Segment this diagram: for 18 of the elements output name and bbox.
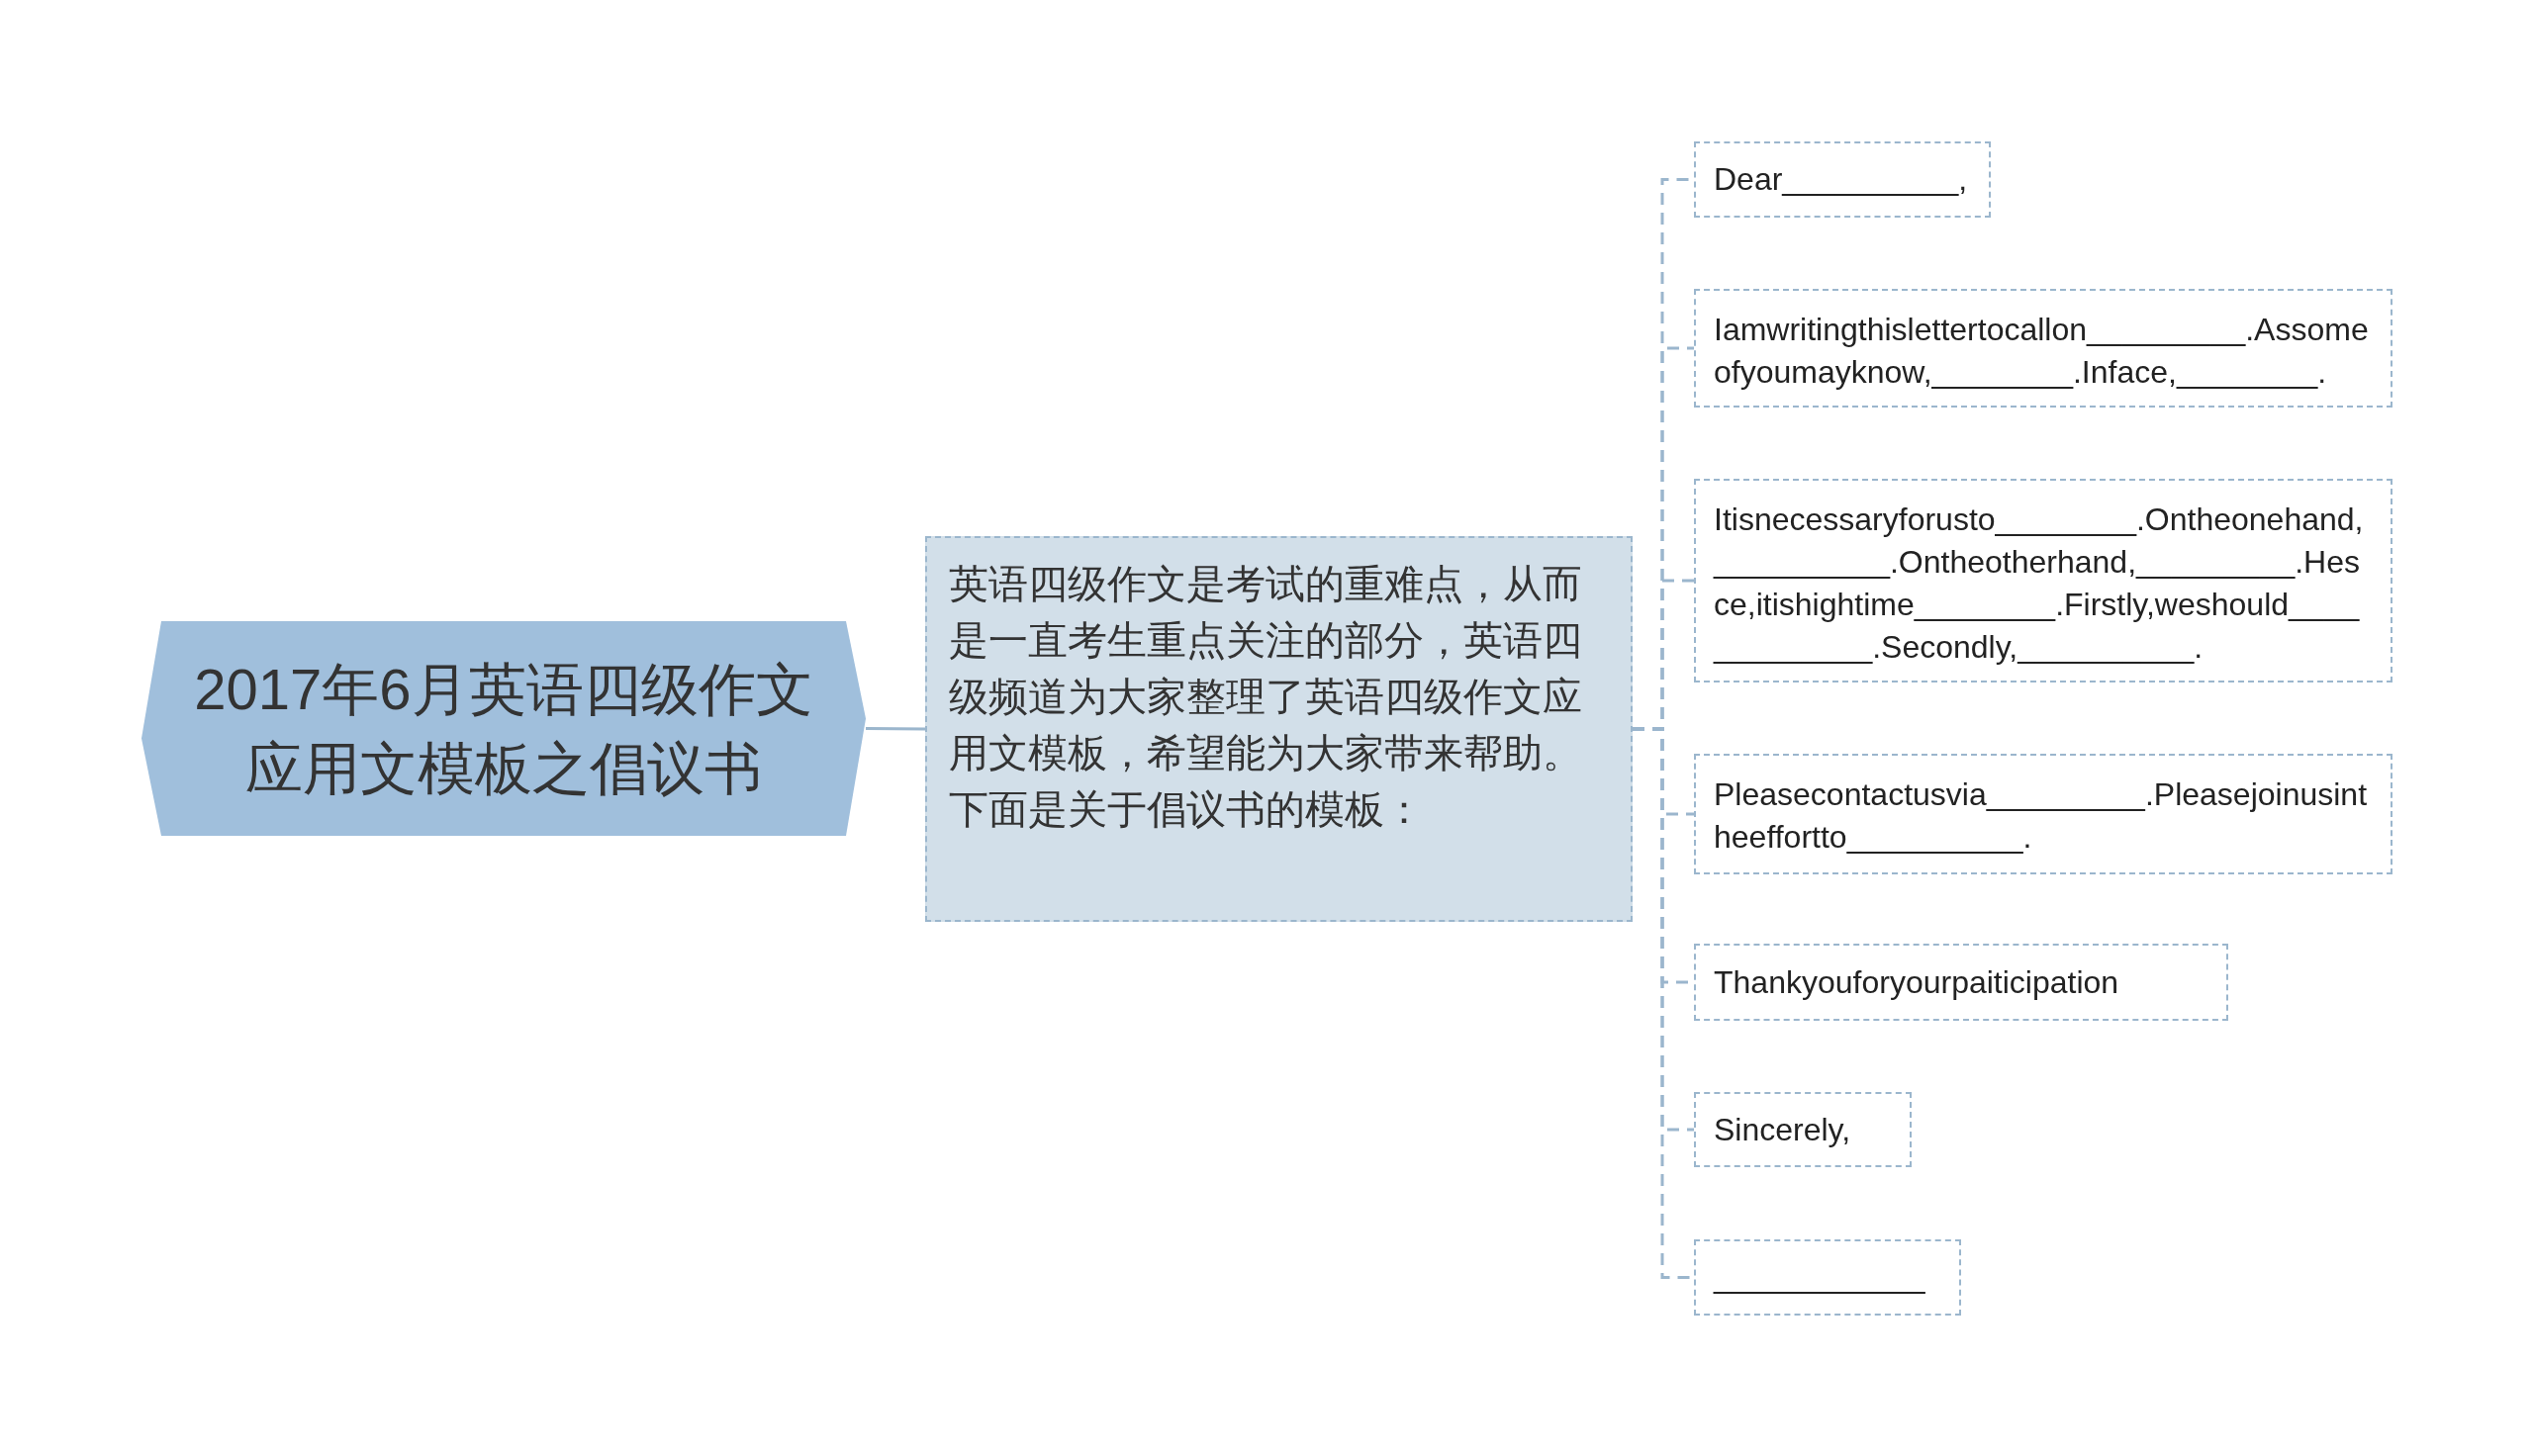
template-box <box>1694 289 2392 408</box>
template-text: ____________ <box>1714 1258 1925 1297</box>
template-box <box>1694 754 2392 874</box>
template-box <box>1694 1092 1912 1167</box>
template-text: Iamwritingthislettertocallon_________.Assomeofyoumayknow,________.Inface,________. <box>1714 311 2370 392</box>
template-text: Pleasecontactusvia_________.Pleasejoinusintheeffortto__________. <box>1714 775 2369 857</box>
summary-text: 英语四级作文是考试的重难点，从而是一直考生重点关注的部分，英语四级频道为大家整理了英语四级作文应用文模板，希望能为大家带来帮助。下面是关于倡议书的模板： <box>949 561 1583 833</box>
template-box <box>1694 479 2392 682</box>
template-text: Dear__________, <box>1714 160 1968 199</box>
connector-line <box>866 727 925 731</box>
topic-title: 2017年6月英语四级作文应用文模板之倡议书 <box>193 655 814 802</box>
template-box <box>1694 141 1991 218</box>
template-text: Thankyouforyourpaiticipation <box>1714 962 2119 1002</box>
summary-box <box>925 536 1633 922</box>
template-text: Sincerely, <box>1714 1110 1851 1149</box>
template-text: Itisnecessaryforusto________.Ontheonehand,__________.Ontheotherhand,_________.Hesce,itishightime________.Firstly,weshould_____________.Secondly,__________. <box>1714 500 2365 667</box>
template-box <box>1694 944 2228 1021</box>
template-box <box>1694 1239 1961 1316</box>
